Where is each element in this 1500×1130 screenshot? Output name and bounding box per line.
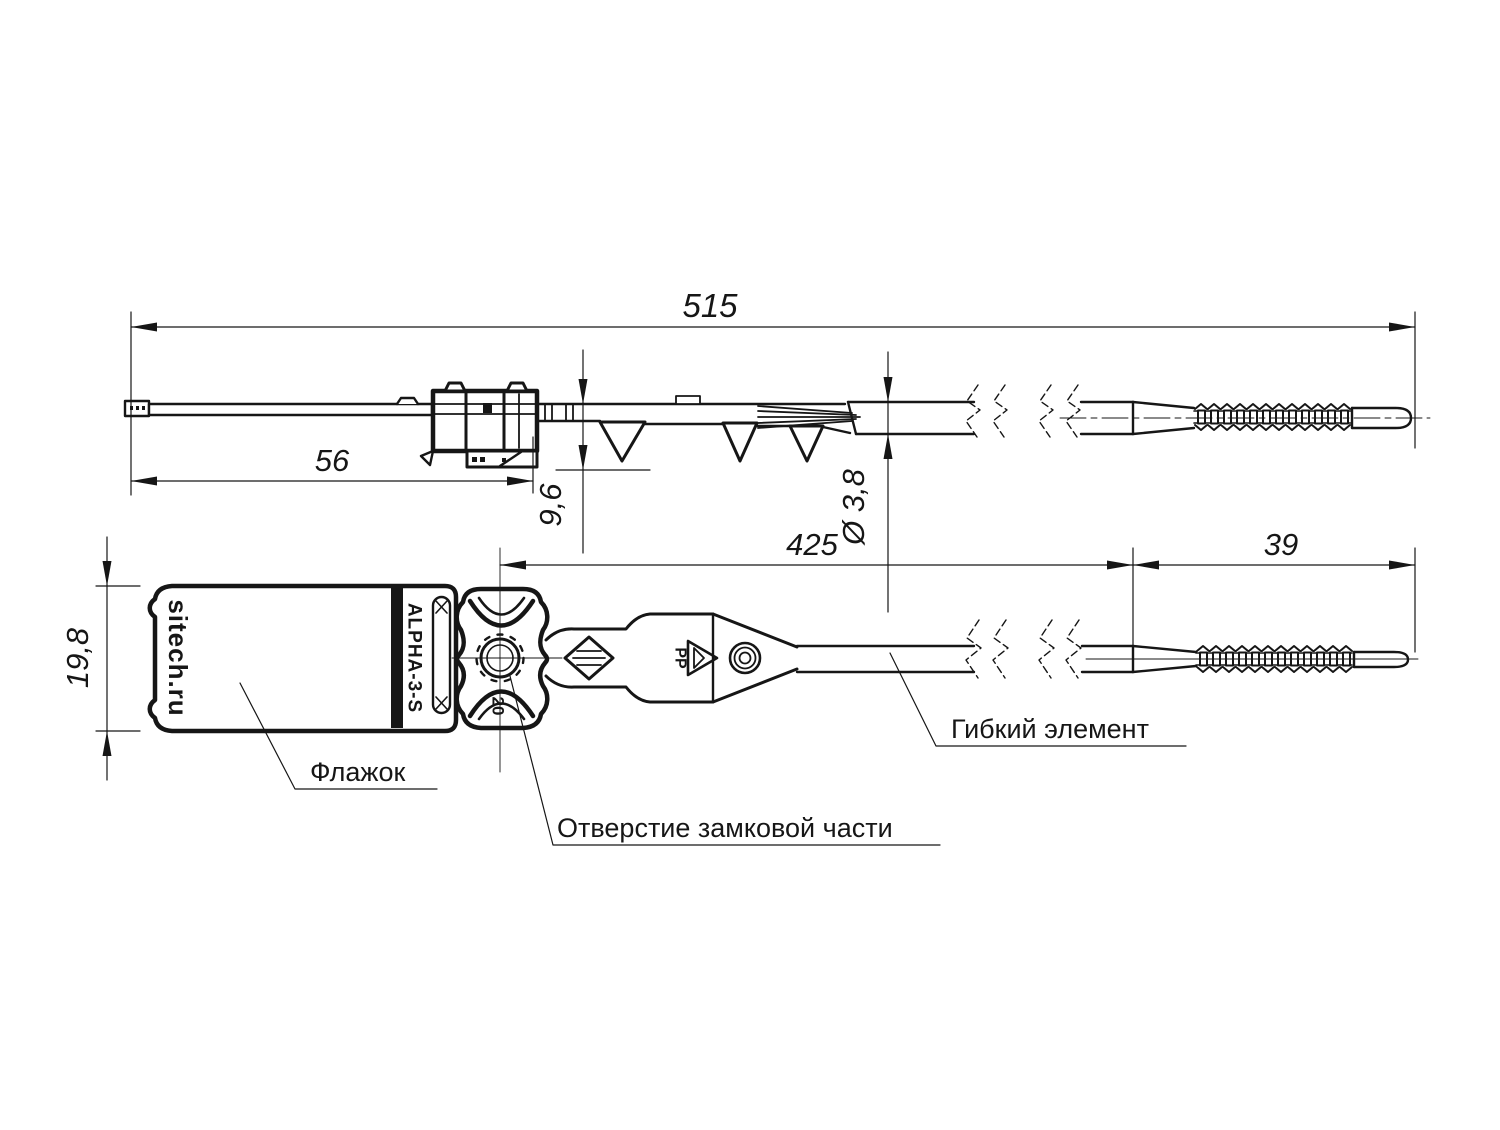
break-line [1065,384,1081,438]
arrowhead [102,731,112,756]
label-lock-hole: Отверстие замковой части [557,813,893,843]
recycling-icon [686,639,719,677]
break-line [1038,384,1054,438]
dim-text-strap-diameter: Ø 3,8 [836,468,871,546]
lock-part-plan: 20 [451,547,563,773]
lock-body-side [419,381,540,469]
flag-outline [147,583,459,734]
break-line [992,384,1008,438]
arrowhead [1133,560,1159,570]
arrowhead [102,561,112,586]
label-flag: Флажок [310,757,405,787]
model-marking: ALPHA-3-S [404,603,425,713]
arrowhead [131,476,157,486]
dimension-515: 515 [130,287,1416,496]
break-line [1065,619,1082,679]
brand-marking: sitech.ru [163,599,193,716]
label-flexible-element: Гибкий элемент [951,714,1149,744]
flag-separator-band [391,587,403,728]
flexible-element-plan [795,619,1419,679]
arrowhead [883,377,893,402]
neck-and-plate: PP [544,612,799,704]
dim-text-tail-length: 39 [1264,527,1298,562]
barb-tooth-3 [788,424,825,463]
callout-flag: Флажок [239,682,438,790]
dimension-425: 425 [499,527,1134,570]
arrowhead [578,379,588,404]
break-line [965,619,982,679]
tail-tip [1352,650,1410,669]
dim-text-total-length: 515 [682,287,738,324]
size-marking: 20 [489,697,508,716]
bottom-view-plan: sitech.ru ALPHA-3-S 20 [147,547,1419,773]
arrowhead [131,322,157,332]
dim-text-lock-height: 9,6 [533,483,568,527]
arrowhead [1389,322,1415,332]
flag-bump [395,396,420,406]
dimension-19-8: 19,8 [60,536,141,781]
arrowhead [578,445,588,470]
dimension-9-6: 9,6 [533,349,651,554]
break-line [965,384,981,438]
arrowhead [1107,560,1133,570]
dimension-39: 39 [1132,527,1416,653]
dimension-56: 56 [130,436,534,494]
dim-text-strap-length: 425 [786,527,838,562]
callout-lock-hole: Отверстие замковой части [509,675,941,846]
dim-text-flag-width: 19,8 [60,627,95,688]
dim-text-lock-length: 56 [315,443,350,478]
break-line [1038,619,1055,679]
dimension-diameter-3-8: Ø 3,8 [836,351,893,613]
barb-tooth-1 [598,420,647,463]
break-line [992,619,1009,679]
flexible-element-side [846,384,1431,438]
arrowhead [500,560,526,570]
arrowhead [883,434,893,459]
rivet-rings [728,641,762,675]
flag-blade-edge [147,402,434,417]
top-view-side-profile [123,381,1431,469]
material-marking: PP [672,647,689,669]
barb-tooth-2 [721,421,759,463]
recycling-icon-inner [693,647,705,669]
arrowhead [507,476,533,486]
flag-slot [431,595,452,715]
callout-flexible-element: Гибкий элемент [889,652,1187,747]
arrowhead [1389,560,1415,570]
strap-with-barbs-side [535,395,861,463]
